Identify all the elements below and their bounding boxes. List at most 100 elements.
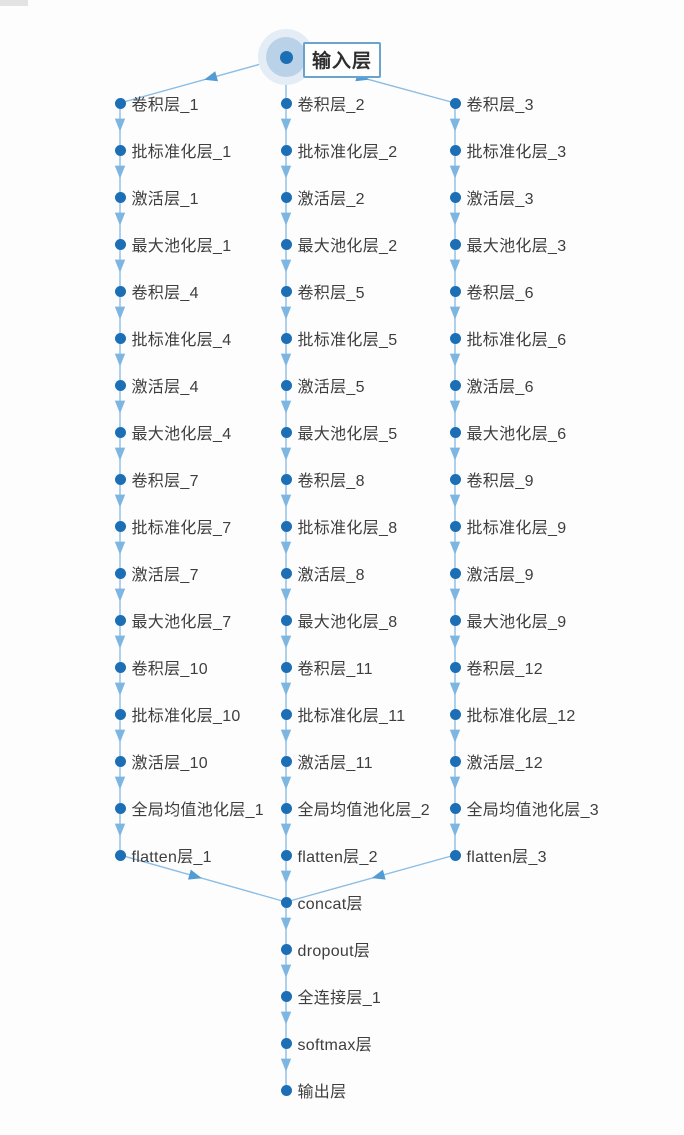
graph-node[interactable]: 卷积层_9 <box>449 466 534 492</box>
node-label: 批标准化层_11 <box>297 708 406 725</box>
graph-node[interactable]: dropout层 <box>280 936 371 962</box>
graph-node[interactable]: 卷积层_7 <box>114 466 199 492</box>
graph-node[interactable]: 最大池化层_7 <box>114 607 232 633</box>
graph-node[interactable]: 最大池化层_8 <box>280 607 398 633</box>
graph-node[interactable]: 激活层_7 <box>114 560 199 586</box>
graph-node[interactable]: 卷积层_5 <box>280 278 365 304</box>
edge-arrow-icon <box>280 541 292 555</box>
node-label: 卷积层_8 <box>297 473 365 490</box>
node-label: 卷积层_10 <box>131 661 208 678</box>
node-dot-icon <box>280 144 292 156</box>
graph-node[interactable]: 卷积层_4 <box>114 278 199 304</box>
edge-line <box>285 854 456 903</box>
node-label: 最大池化层_2 <box>297 238 398 255</box>
graph-node[interactable]: 最大池化层_1 <box>114 231 232 257</box>
graph-node[interactable]: 激活层_4 <box>114 372 199 398</box>
node-label: 批标准化层_6 <box>466 332 567 349</box>
node-dot-icon <box>280 379 292 391</box>
graph-node[interactable]: 批标准化层_12 <box>449 701 576 727</box>
graph-node[interactable]: 批标准化层_9 <box>449 513 567 539</box>
edge-arrow-icon <box>114 400 126 414</box>
graph-node[interactable]: 批标准化层_1 <box>114 137 232 163</box>
graph-node[interactable]: 批标准化层_2 <box>280 137 398 163</box>
graph-node[interactable]: 卷积层_10 <box>114 654 209 680</box>
edge-arrow-icon <box>449 165 461 179</box>
graph-node[interactable]: 激活层_1 <box>114 184 199 210</box>
edge-arrow-icon <box>114 212 126 226</box>
graph-node[interactable]: 批标准化层_4 <box>114 325 232 351</box>
graph-node[interactable]: 批标准化层_10 <box>114 701 241 727</box>
graph-node[interactable]: 最大池化层_5 <box>280 419 398 445</box>
node-dot-icon <box>114 708 126 720</box>
graph-node[interactable]: 卷积层_2 <box>280 90 365 116</box>
node-dot-icon <box>280 191 292 203</box>
graph-node[interactable]: 卷积层_12 <box>449 654 544 680</box>
graph-node[interactable]: 全局均值池化层_2 <box>280 795 431 821</box>
node-dot-icon <box>280 802 292 814</box>
node-dot-icon <box>114 426 126 438</box>
graph-node[interactable]: softmax层 <box>280 1030 372 1056</box>
graph-node[interactable]: 批标准化层_11 <box>280 701 406 727</box>
node-label: 激活层_7 <box>131 567 199 584</box>
node-label: 卷积层_1 <box>131 97 199 114</box>
node-dot-icon <box>449 849 461 861</box>
graph-node[interactable]: 激活层_8 <box>280 560 365 586</box>
graph-node[interactable]: 批标准化层_3 <box>449 137 567 163</box>
graph-node[interactable]: flatten层_2 <box>280 842 378 868</box>
graph-node[interactable]: flatten层_1 <box>114 842 212 868</box>
graph-node[interactable]: 批标准化层_7 <box>114 513 232 539</box>
edge-arrow-icon <box>114 776 126 790</box>
node-label: 激活层_10 <box>131 755 208 772</box>
node-dot-icon <box>114 332 126 344</box>
graph-node[interactable]: 批标准化层_6 <box>449 325 567 351</box>
graph-node[interactable]: 输出层 <box>280 1077 347 1103</box>
graph-node-input[interactable]: 输入层 <box>303 42 382 78</box>
graph-node[interactable]: 全局均值池化层_1 <box>114 795 265 821</box>
graph-node[interactable]: 激活层_9 <box>449 560 534 586</box>
graph-node[interactable]: 卷积层_3 <box>449 90 534 116</box>
graph-node[interactable]: 批标准化层_8 <box>280 513 398 539</box>
edge-arrow-icon <box>114 165 126 179</box>
graph-node[interactable]: 卷积层_11 <box>280 654 373 680</box>
graph-node[interactable]: 最大池化层_3 <box>449 231 567 257</box>
graph-node[interactable]: 全连接层_1 <box>280 983 382 1009</box>
graph-node[interactable]: 卷积层_1 <box>114 90 199 116</box>
graph-node[interactable]: 最大池化层_9 <box>449 607 567 633</box>
node-dot-icon <box>449 97 461 109</box>
edge-arrow-icon <box>114 541 126 555</box>
graph-node[interactable]: flatten层_3 <box>449 842 547 868</box>
node-dot-icon <box>449 144 461 156</box>
node-dot-icon <box>114 97 126 109</box>
node-label: 批标准化层_12 <box>466 708 576 725</box>
node-label: 卷积层_9 <box>466 473 534 490</box>
graph-node[interactable]: 批标准化层_5 <box>280 325 398 351</box>
graph-node[interactable]: 激活层_10 <box>114 748 209 774</box>
node-dot-icon <box>449 802 461 814</box>
edge-arrow-icon <box>371 869 386 880</box>
edge-arrow-icon <box>280 400 292 414</box>
node-label: 激活层_6 <box>466 379 534 396</box>
node-label: 批标准化层_7 <box>131 520 232 537</box>
edge-arrow-icon <box>449 682 461 696</box>
graph-node[interactable]: 激活层_2 <box>280 184 365 210</box>
graph-node[interactable]: 最大池化层_4 <box>114 419 232 445</box>
graph-node[interactable]: 卷积层_6 <box>449 278 534 304</box>
node-dot-icon <box>280 661 292 673</box>
graph-node[interactable]: 最大池化层_2 <box>280 231 398 257</box>
graph-node[interactable]: 激活层_5 <box>280 372 365 398</box>
edge-arrow-icon <box>280 682 292 696</box>
graph-node[interactable]: 卷积层_8 <box>280 466 365 492</box>
graph-node[interactable]: 激活层_11 <box>280 748 373 774</box>
graph-node[interactable]: 最大池化层_6 <box>449 419 567 445</box>
graph-node[interactable]: concat层 <box>280 889 363 915</box>
edge-arrow-icon <box>114 494 126 508</box>
graph-node[interactable]: 激活层_3 <box>449 184 534 210</box>
node-dot-icon <box>280 990 292 1002</box>
node-label: 激活层_5 <box>297 379 365 396</box>
graph-node[interactable]: 全局均值池化层_3 <box>449 795 600 821</box>
edge-arrow-icon <box>280 353 292 367</box>
node-dot-icon <box>449 426 461 438</box>
node-dot-icon <box>449 520 461 532</box>
graph-node[interactable]: 激活层_12 <box>449 748 544 774</box>
graph-node[interactable]: 激活层_6 <box>449 372 534 398</box>
